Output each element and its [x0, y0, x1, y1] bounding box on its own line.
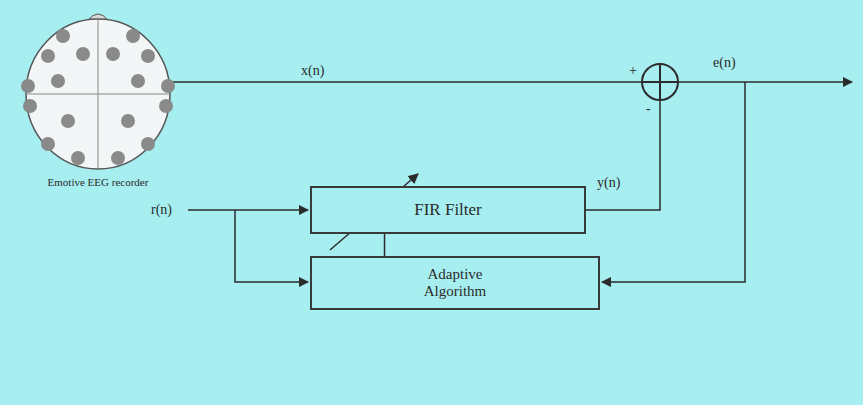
electrode-dot	[76, 47, 90, 61]
electrode-dot	[159, 99, 173, 113]
junction-circle	[642, 64, 678, 100]
electrode-dot	[41, 49, 55, 63]
adaptation-arrow	[330, 174, 418, 250]
electrode-dot	[141, 137, 155, 151]
electrode-dot	[23, 99, 37, 113]
electrode-dot	[111, 151, 125, 165]
y-signal-line	[586, 101, 660, 210]
device-caption: Emotive EEG recorder	[8, 176, 188, 189]
electrode-dot	[21, 79, 35, 93]
x-signal-line	[171, 81, 642, 83]
r-branch-line	[235, 210, 308, 282]
error-output-line	[678, 81, 852, 83]
electrode-dot	[51, 74, 65, 88]
electrode-dot	[126, 29, 140, 43]
eeg-head-figure: Emotive EEG recorder	[8, 6, 188, 196]
signal-name: x(n)	[300, 64, 325, 78]
signal-name: e(n)	[712, 56, 737, 70]
electrode-dot	[121, 114, 135, 128]
electrode-dot	[71, 151, 85, 165]
junction-cross	[659, 64, 661, 100]
electrode-dot	[106, 47, 120, 61]
sign-label: -	[645, 102, 652, 116]
electrode-dot	[131, 74, 145, 88]
summing-junction	[642, 64, 678, 100]
electrode-dot	[56, 29, 70, 43]
box-title: FIR Filter	[414, 200, 482, 220]
signal-name: y(n)	[596, 176, 621, 190]
electrode-dot	[61, 114, 75, 128]
head-midline	[26, 94, 170, 95]
electrode-dot	[41, 137, 55, 151]
electrode-dot	[141, 49, 155, 63]
r-signal-line	[188, 209, 308, 211]
process-box: FIR Filter	[310, 186, 586, 234]
process-box: Adaptive Algorithm	[310, 256, 600, 310]
electrode-dot	[161, 79, 175, 93]
head-outline	[26, 19, 170, 169]
head-outline	[8, 6, 188, 171]
error-feedback-line	[602, 82, 745, 282]
signal-name: r(n)	[150, 203, 173, 217]
sign-label: +	[628, 64, 638, 78]
box-title: Adaptive Algorithm	[405, 266, 505, 301]
connector-line	[384, 234, 386, 256]
